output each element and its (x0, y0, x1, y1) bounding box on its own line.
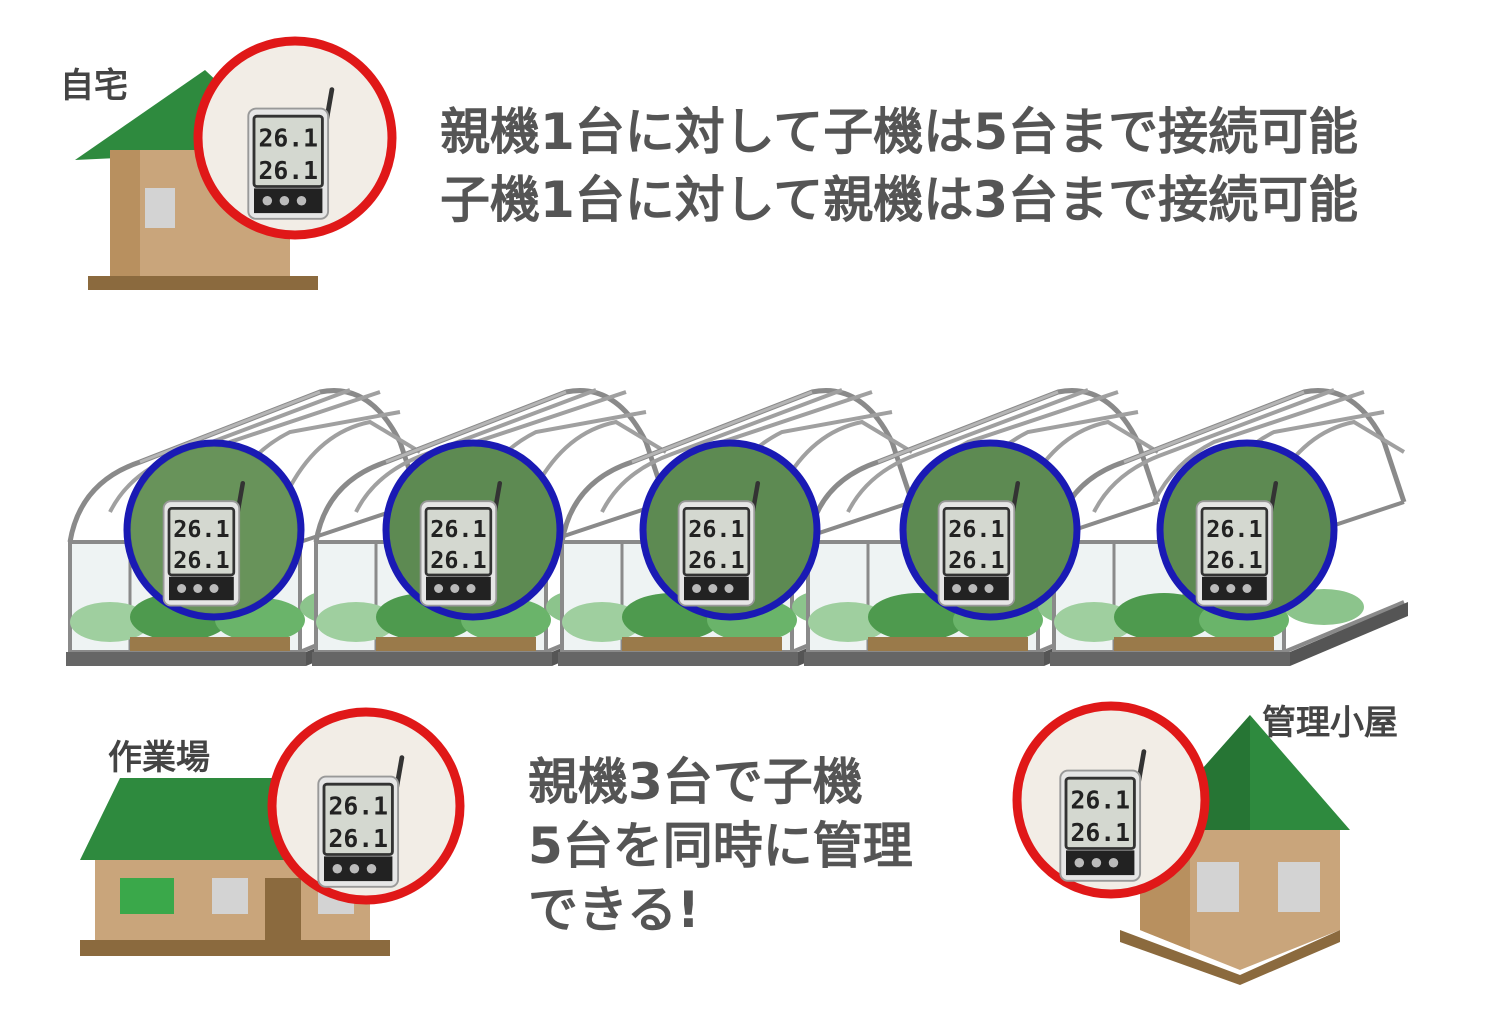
top-message-line2: 子機1台に対して親機は3台まで接続可能 (440, 171, 1359, 229)
home-label: 自宅 (60, 66, 128, 106)
child-device-5-icon (1156, 439, 1338, 621)
child-device-1-icon (123, 439, 305, 621)
home-parent-device-icon (193, 36, 397, 240)
child-device-4-icon (899, 439, 1081, 621)
workshop-parent-device-icon (267, 707, 465, 905)
workshop-label: 作業場 (108, 738, 210, 778)
bottom-message-line1: 親機3台で子機 (528, 753, 863, 811)
child-device-2-icon (382, 439, 564, 621)
child-device-3-icon (639, 439, 821, 621)
bottom-message-line2: 5台を同時に管理 (528, 817, 913, 875)
workshop-icon (80, 778, 390, 956)
bottom-message-line3: できる! (528, 881, 700, 939)
hut-label: 管理小屋 (1262, 703, 1398, 743)
top-message-line1: 親機1台に対して子機は5台まで接続可能 (440, 103, 1359, 161)
hut-parent-device-icon (1012, 701, 1210, 899)
